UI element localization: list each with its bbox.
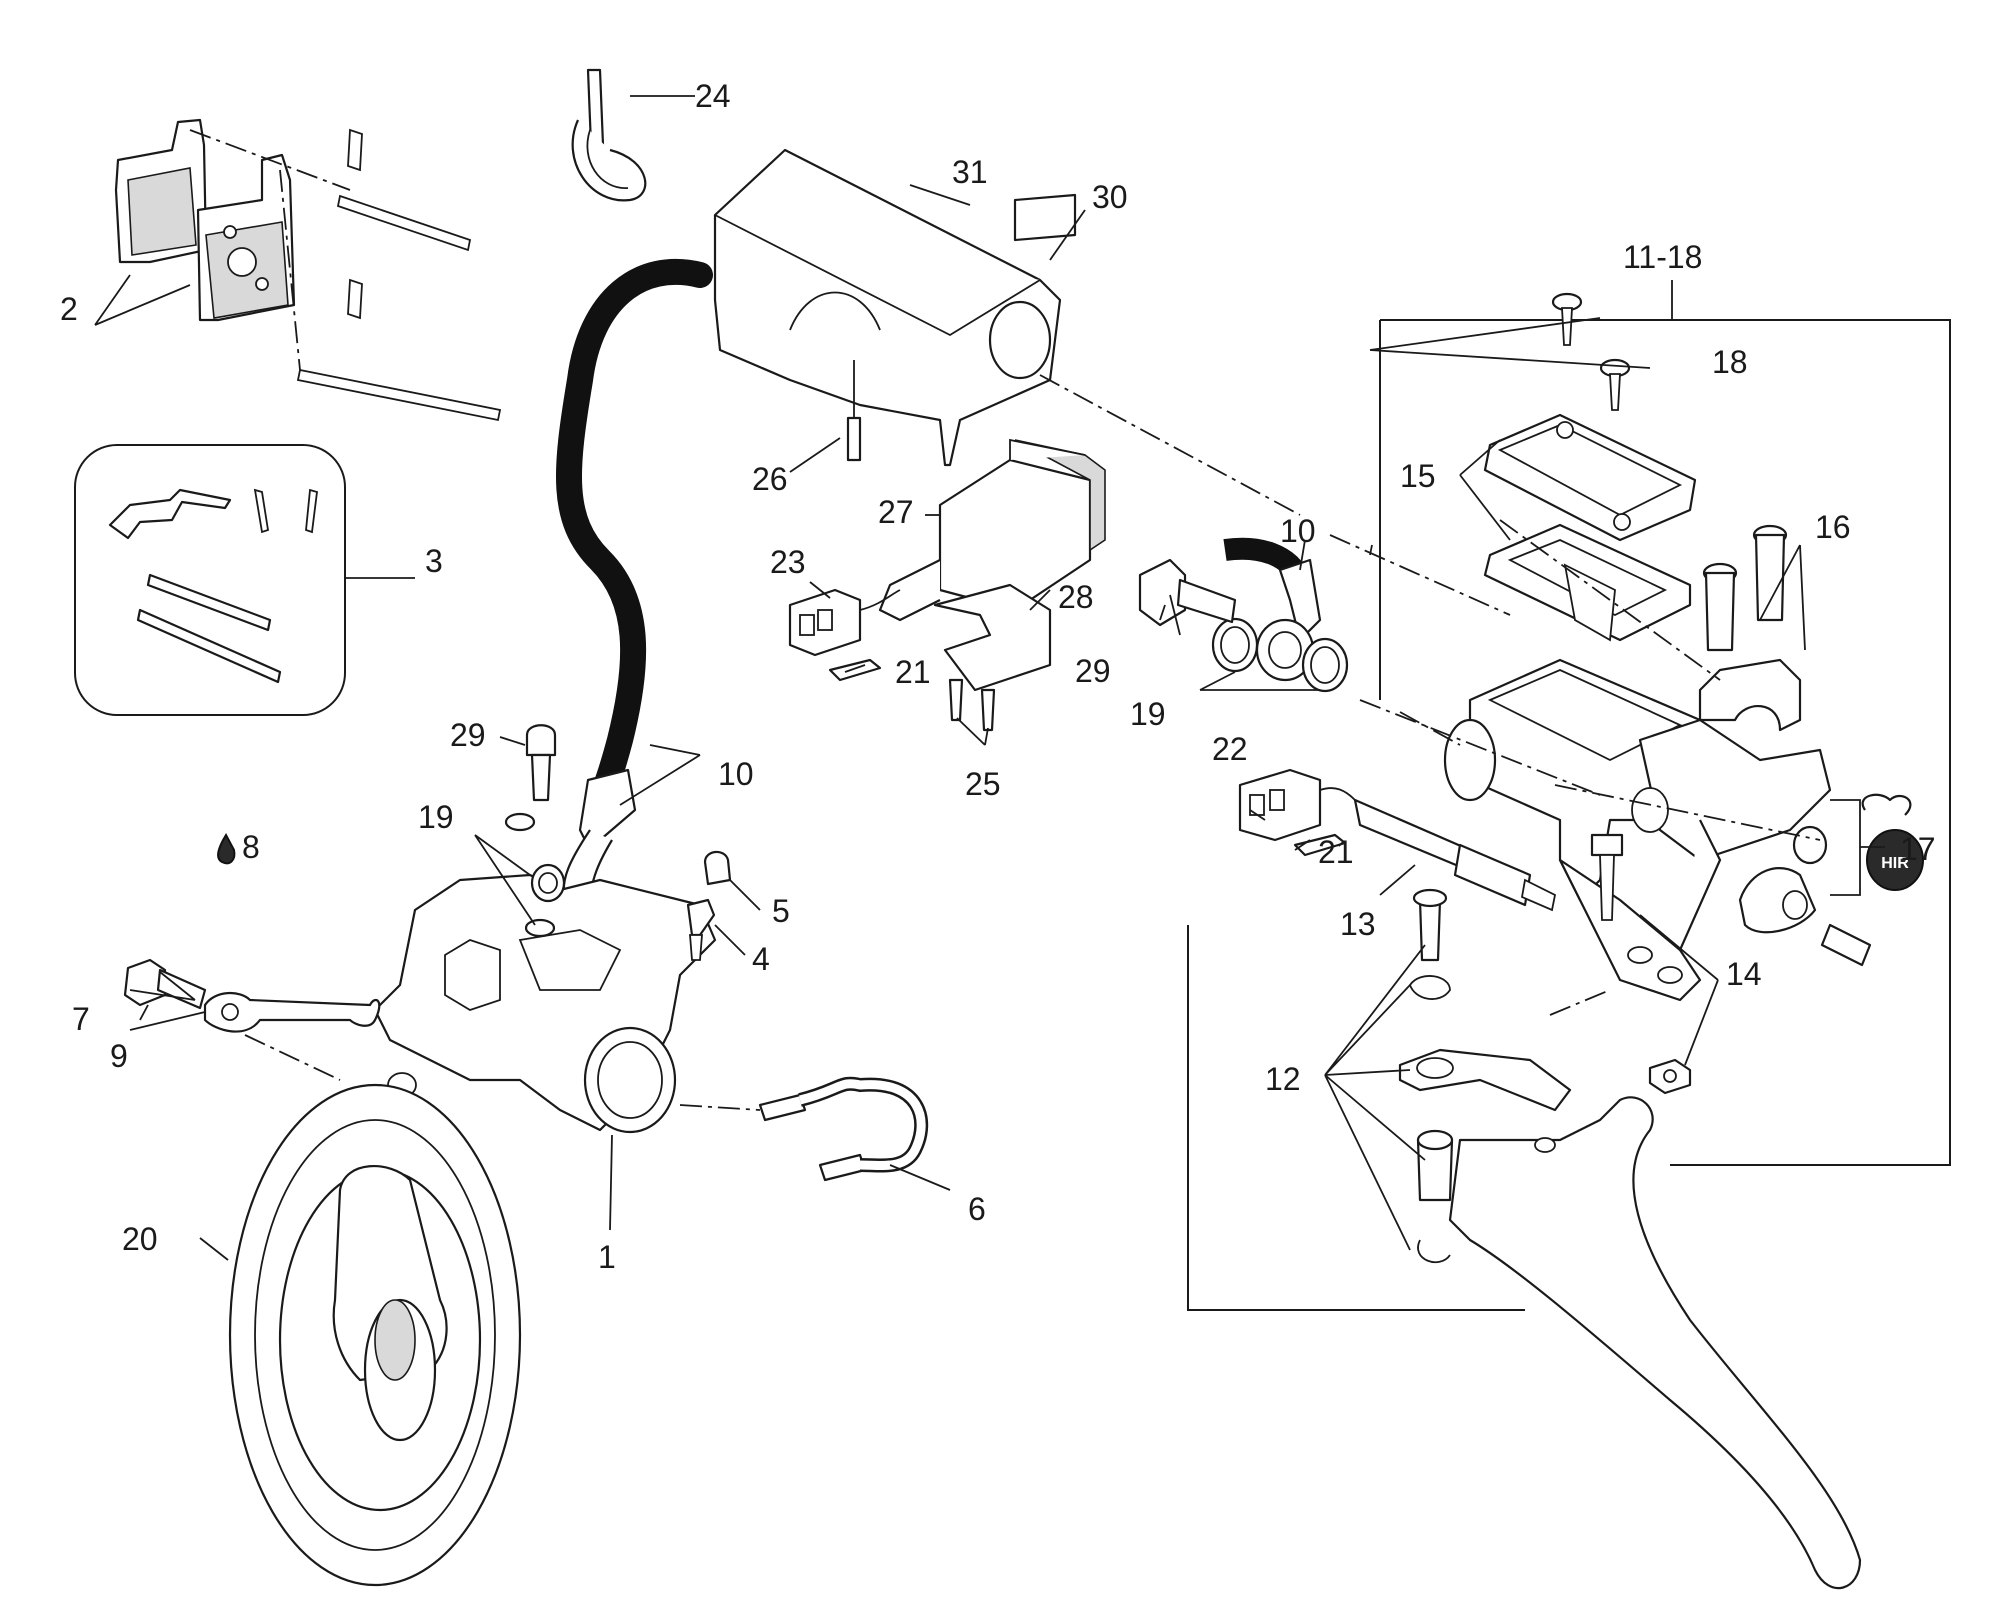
callout-22: 22 <box>1212 731 1248 767</box>
callout-19-center: 19 <box>1130 696 1166 732</box>
pad-pins <box>296 128 502 422</box>
callout-3: 3 <box>425 543 443 579</box>
connector-22 <box>1238 768 1356 842</box>
pivot-bolt-and-nut <box>1590 833 1692 1095</box>
bleeder-valve-and-cap <box>686 850 732 961</box>
handlebar-clamp <box>1698 524 1802 732</box>
callout-7: 7 <box>72 1001 90 1037</box>
callout-30: 30 <box>1092 179 1128 215</box>
lever-pivot-parts <box>1398 888 1572 1264</box>
master-cylinder-body <box>1443 658 1832 1002</box>
callout-15: 15 <box>1400 458 1436 494</box>
callout-21-right: 21 <box>1318 834 1354 870</box>
cable-tie <box>571 68 647 202</box>
brake-hose <box>556 258 713 907</box>
callout-6: 6 <box>968 1191 986 1227</box>
callout-25: 25 <box>965 766 1001 802</box>
callout-29-center: 29 <box>1075 653 1111 689</box>
fluid-drop-icon <box>217 832 236 865</box>
callout-9: 9 <box>110 1038 128 1074</box>
callout-4: 4 <box>752 941 770 977</box>
callout-12: 12 <box>1265 1061 1301 1097</box>
callout-13: 13 <box>1340 906 1376 942</box>
brake-caliper <box>373 873 717 1134</box>
terminal-21-right <box>1293 833 1347 857</box>
callout-10-banjo: 10 <box>1280 513 1316 549</box>
cap-marking: HIR <box>1881 855 1909 872</box>
reservoir-cover-and-diaphragm <box>1483 413 1697 642</box>
callout-16: 16 <box>1815 509 1851 545</box>
brake-light-switch <box>878 438 1106 622</box>
caliper-brake-line <box>758 1076 929 1182</box>
callout-27: 27 <box>878 494 914 530</box>
callout-19-left: 19 <box>418 799 454 835</box>
callout-21-left: 21 <box>895 654 931 690</box>
screws-25 <box>948 678 996 732</box>
callout-23: 23 <box>770 544 806 580</box>
pad-hardware-kit <box>74 444 346 716</box>
dust-boot <box>1738 867 1872 967</box>
brake-lever <box>1448 1096 1862 1590</box>
callout-11-18: 11-18 <box>1623 239 1702 275</box>
callout-labels: 24 31 30 11-18 18 2 3 26 27 15 10 16 23 … <box>60 78 1936 1275</box>
brake-pads <box>114 118 296 322</box>
switch-plunger <box>1353 798 1557 912</box>
callout-28: 28 <box>1058 579 1094 615</box>
callout-18: 18 <box>1712 344 1748 380</box>
callout-10-hose: 10 <box>718 756 754 792</box>
connector-23 <box>788 588 901 657</box>
handlebar-cover <box>713 148 1062 467</box>
callout-29-left: 29 <box>450 717 486 753</box>
mounting-plate <box>933 583 1052 692</box>
banjo-bolt-left <box>504 724 566 938</box>
brake-disc <box>228 1083 522 1587</box>
decal <box>1013 193 1077 242</box>
banjo-bolt-center <box>1138 558 1237 627</box>
callout-17: 17 <box>1900 831 1936 867</box>
reservoir-cap: HIR <box>1792 793 1924 891</box>
callout-24: 24 <box>695 78 731 114</box>
callout-31: 31 <box>952 154 988 190</box>
callout-8: 8 <box>242 829 260 865</box>
master-cylinder-assembly-frame <box>1187 280 1951 1311</box>
screw-26 <box>846 360 862 462</box>
leader-lines <box>94 95 1885 1261</box>
callout-1: 1 <box>598 1239 616 1275</box>
callout-14: 14 <box>1726 956 1762 992</box>
crush-washers-center <box>1211 617 1349 693</box>
callout-26: 26 <box>752 461 788 497</box>
callout-2: 2 <box>60 291 78 327</box>
reservoir-cover-screws <box>1551 292 1631 411</box>
terminal-21-left <box>828 658 882 682</box>
callout-5: 5 <box>772 893 790 929</box>
callout-20: 20 <box>122 1221 158 1257</box>
